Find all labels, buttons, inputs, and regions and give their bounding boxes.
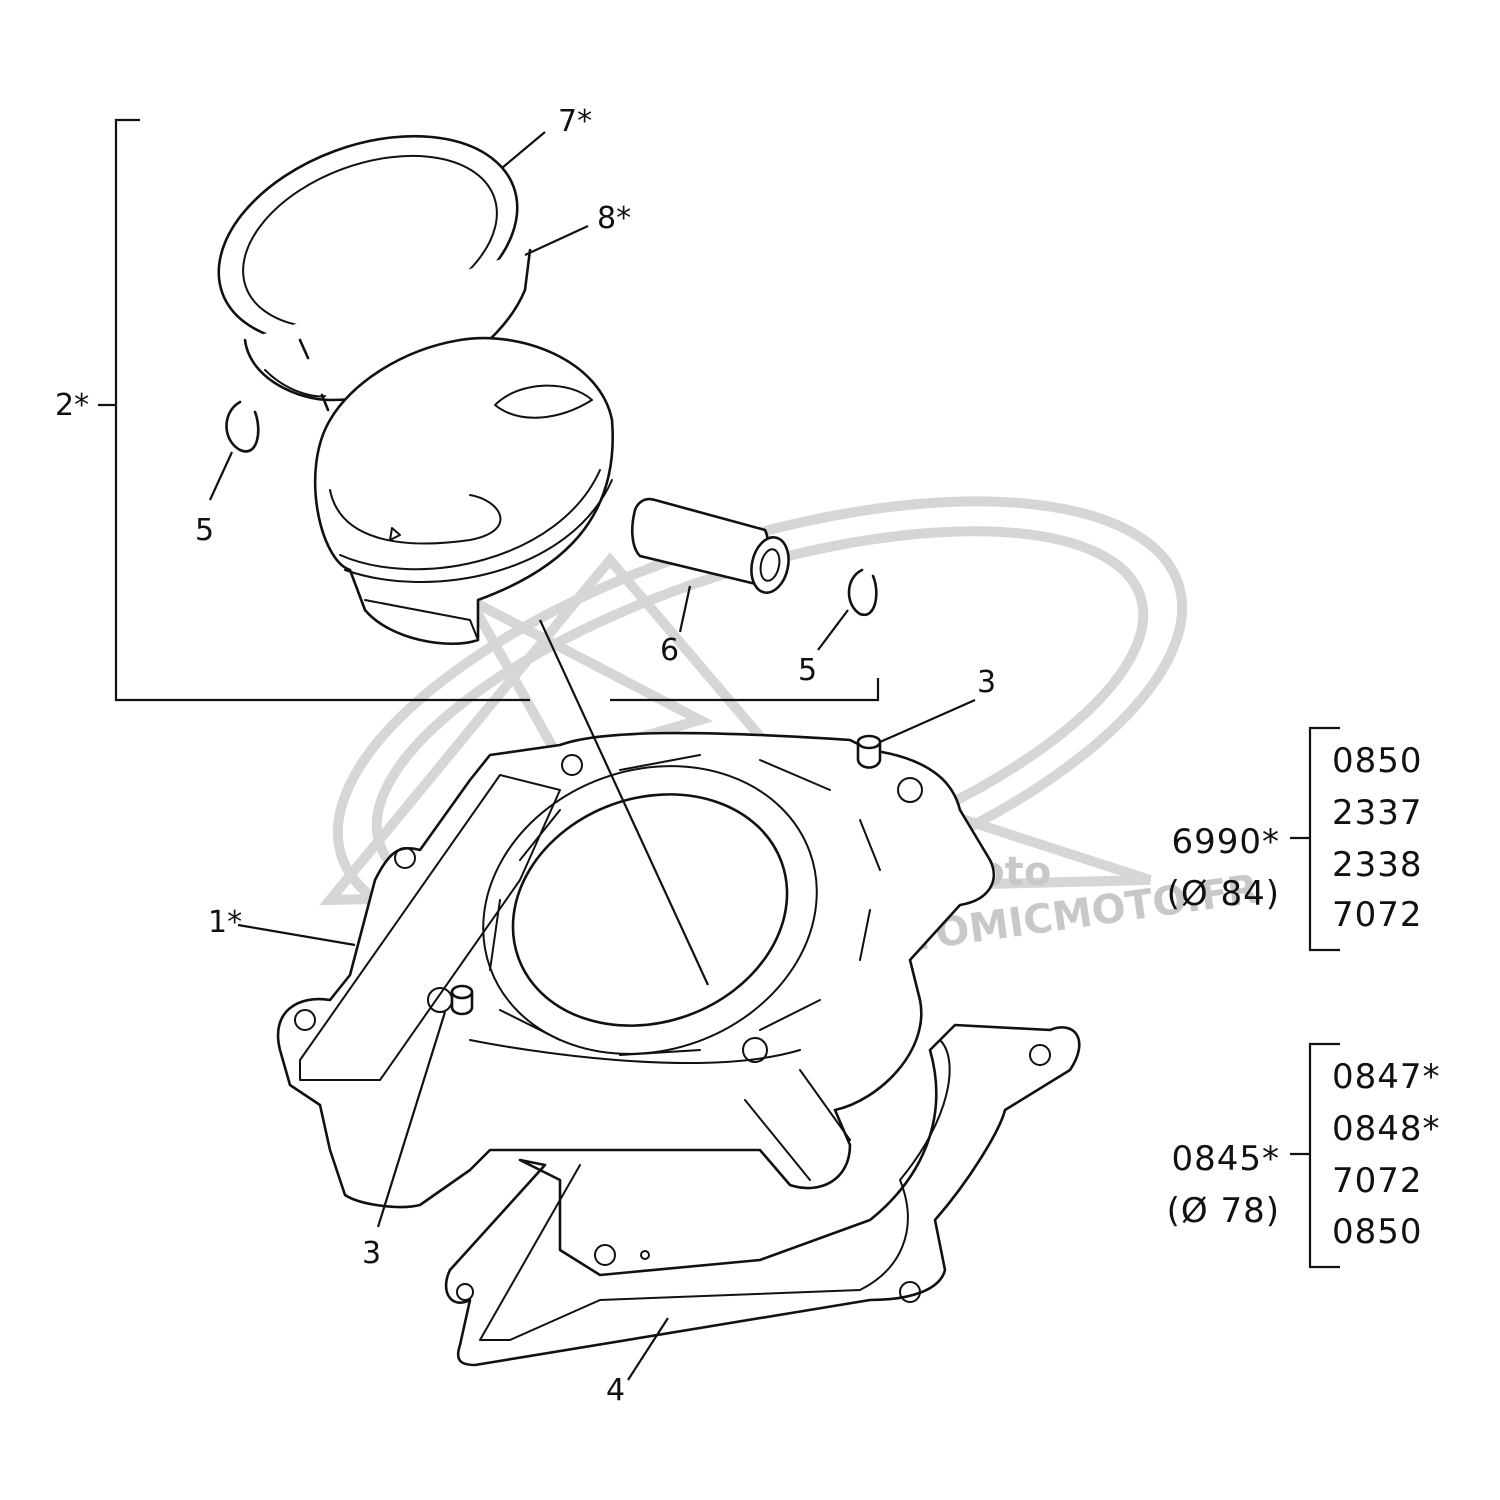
variant-84-group: 6990* (Ø 84) 0850 2337 2338 7072 bbox=[1167, 726, 1423, 952]
variant-78-part-number: 0845* bbox=[1171, 1139, 1280, 1179]
piston-axis-line bbox=[539, 619, 709, 986]
label-piston-pin: 6 bbox=[660, 633, 679, 668]
variant-78-code: 0847* bbox=[1332, 1057, 1441, 1097]
variant-78-code: 0850 bbox=[1332, 1212, 1423, 1252]
variant-78-bore: (Ø 78) bbox=[1167, 1191, 1280, 1231]
base-gasket bbox=[444, 1023, 1081, 1367]
leader-lines bbox=[209, 131, 976, 1381]
circlip-left bbox=[225, 400, 260, 453]
label-piston-assembly: 2* bbox=[55, 388, 89, 423]
dowel-bottom bbox=[450, 984, 474, 1016]
piston-pin bbox=[630, 497, 790, 594]
label-circlip-right: 5 bbox=[798, 653, 817, 688]
label-base-gasket: 4 bbox=[606, 1373, 625, 1408]
label-ring-second: 8* bbox=[597, 201, 631, 236]
label-cylinder: 1* bbox=[208, 905, 242, 940]
dowel-top bbox=[856, 734, 882, 769]
label-ring-top: 7* bbox=[558, 104, 592, 139]
variant-84-bore: (Ø 84) bbox=[1167, 874, 1280, 914]
circlip-right bbox=[847, 568, 878, 617]
variant-84-code: 0850 bbox=[1332, 741, 1423, 781]
variant-78-code: 0848* bbox=[1332, 1109, 1441, 1149]
variant-84-code: 2338 bbox=[1332, 845, 1423, 885]
label-dowel-bottom: 3 bbox=[362, 1236, 381, 1271]
variant-78-group: 0845* (Ø 78) 0847* 0848* 7072 0850 bbox=[1167, 1042, 1441, 1269]
variant-84-code: 7072 bbox=[1332, 895, 1423, 935]
label-circlip-left: 5 bbox=[195, 513, 214, 548]
variant-84-code: 2337 bbox=[1332, 793, 1423, 833]
variant-78-code: 7072 bbox=[1332, 1161, 1423, 1201]
piston bbox=[313, 336, 615, 646]
piston-assembly-bracket bbox=[98, 118, 880, 702]
label-dowel-top: 3 bbox=[977, 665, 996, 700]
cylinder bbox=[276, 731, 996, 1209]
variant-84-part-number: 6990* bbox=[1171, 822, 1280, 862]
